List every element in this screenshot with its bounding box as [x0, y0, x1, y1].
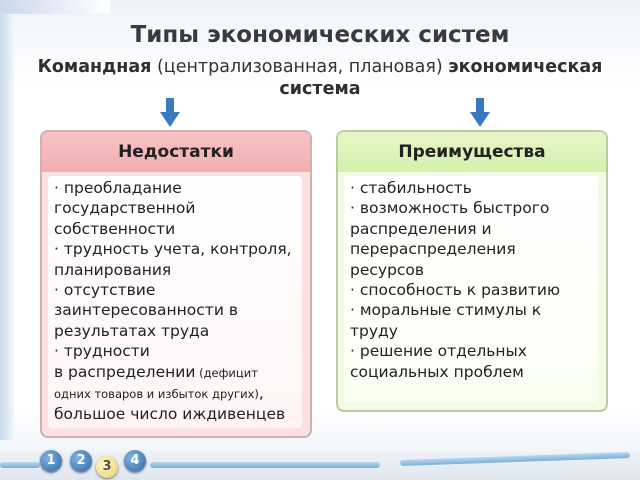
subtitle-normal: (централизованная, плановая)	[151, 57, 449, 77]
list-item: · преобладание	[54, 179, 182, 197]
list-item: государственной	[54, 199, 196, 218]
list-item: ресурсов	[350, 260, 425, 279]
list-item-note: одних товаров и избыток других)	[54, 387, 259, 402]
list-item: · стабильность	[350, 179, 472, 197]
list-item: в распределении (дефицит	[54, 362, 292, 383]
list-item: заинтересованности в	[54, 301, 238, 320]
arrow-down-right-icon	[470, 98, 490, 127]
list-item: планирования	[54, 260, 172, 279]
arrow-down-left-icon	[160, 98, 180, 127]
decorative-left-rule	[0, 0, 14, 440]
advantages-heading: Преимущества	[338, 132, 606, 172]
list-item: · трудность учета, контроля,	[54, 240, 292, 259]
disadvantages-panel: Недостатки · преобладание государственно…	[40, 130, 312, 438]
list-item: · трудности	[54, 342, 150, 361]
list-item: перераспределения	[350, 240, 516, 259]
list-item: социальных проблем	[350, 362, 524, 381]
list-item-comma: ,	[258, 384, 264, 403]
list-item: собственности	[54, 219, 176, 238]
list-item: · моральные стимулы к	[350, 301, 542, 320]
advantages-panel: Преимущества · стабильность · возможност…	[336, 130, 608, 412]
disadvantages-body: · преобладание государственной собственн…	[48, 176, 302, 428]
list-item: одних товаров и избыток других),	[54, 383, 292, 404]
nav-button-2[interactable]: 2	[70, 450, 92, 472]
subtitle-bold-1: Командная	[37, 57, 152, 77]
decorative-top-rule	[0, 0, 110, 14]
list-item: большое число иждивенцев	[54, 405, 286, 424]
decorative-rail	[399, 451, 631, 467]
list-item-text: в распределении	[54, 362, 196, 381]
list-item: · решение отдельных	[350, 342, 527, 361]
advantages-body: · стабильность · возможность быстрого ра…	[344, 176, 598, 402]
list-item: · отсутствие	[54, 281, 156, 300]
decorative-rail	[150, 462, 380, 468]
list-item: труду	[350, 321, 398, 340]
list-item: распределения и	[350, 219, 492, 238]
disadvantages-heading: Недостатки	[42, 132, 310, 172]
slide-title: Типы экономических систем	[130, 22, 510, 48]
list-item: · способность к развитию	[350, 281, 561, 300]
nav-button-4[interactable]: 4	[124, 450, 146, 472]
nav-button-1[interactable]: 1	[40, 450, 62, 472]
decorative-rail	[0, 462, 40, 468]
disadvantages-list: · преобладание государственной собственн…	[54, 178, 292, 425]
list-item-note: (дефицит	[195, 365, 258, 380]
list-item: · возможность быстрого	[350, 199, 550, 218]
advantages-list: · стабильность · возможность быстрого ра…	[350, 178, 560, 382]
subtitle-bold-3: система	[279, 79, 361, 99]
subtitle-bold-2: экономическая	[448, 57, 603, 77]
nav-button-3-current[interactable]: 3	[96, 456, 118, 478]
slide-subtitle: Командная (централизованная, плановая) э…	[20, 56, 620, 100]
list-item: результатах труда	[54, 321, 210, 340]
